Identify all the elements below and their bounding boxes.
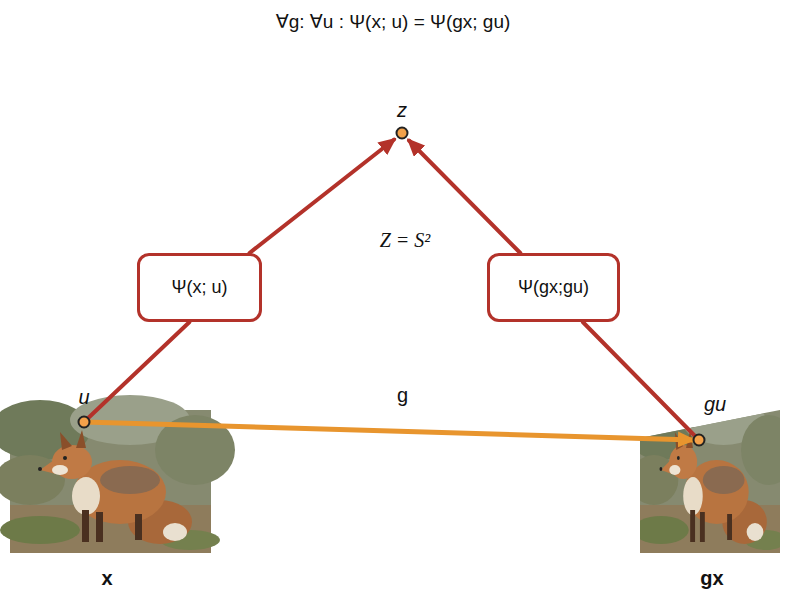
latent-sphere: z — [347, 80, 457, 190]
encoder-box: Ψ(x; u) — [137, 253, 262, 322]
point-label: x — [101, 567, 112, 590]
point-dot — [694, 435, 705, 446]
encoder-box: Ψ(gx;gu) — [487, 253, 620, 322]
diagram-title: ∀g: ∀u : Ψ(x; u) = Ψ(gx; gu) — [276, 11, 511, 33]
mapping-arrow — [84, 322, 190, 422]
edge-label: g — [397, 383, 408, 406]
image-node: ux — [10, 410, 211, 553]
mapping-arrow — [583, 322, 699, 440]
point-label: gu — [704, 393, 726, 416]
point-label: gx — [700, 567, 723, 590]
point-label: u — [78, 386, 89, 409]
point-dot — [397, 128, 408, 139]
box-label: Ψ(x; u) — [171, 277, 227, 298]
fox-photo — [0, 395, 235, 553]
point-label: z — [397, 99, 407, 122]
mapping-arrow — [84, 422, 693, 440]
point-dot — [79, 417, 90, 428]
space-label: Z = S² — [380, 229, 431, 252]
fox-photo-transformed — [626, 395, 785, 553]
mapping-arrow — [250, 140, 395, 254]
sphere-shape — [347, 80, 457, 190]
image-node: gugx — [640, 410, 780, 553]
sphere-outline — [349, 82, 455, 188]
box-label: Ψ(gx;gu) — [518, 277, 589, 298]
